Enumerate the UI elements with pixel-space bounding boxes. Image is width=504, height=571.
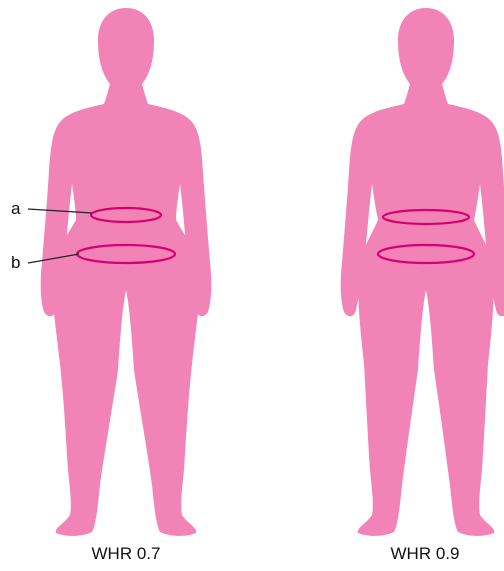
caption-right: WHR 0.9 xyxy=(355,544,495,564)
figure-right xyxy=(341,8,504,536)
marker-b: b xyxy=(11,254,20,271)
caption-left: WHR 0.7 xyxy=(56,544,196,564)
marker-a: a xyxy=(11,200,20,217)
figure-left xyxy=(41,8,212,536)
body-silhouette-left xyxy=(41,8,212,536)
body-silhouette-right xyxy=(341,8,504,536)
